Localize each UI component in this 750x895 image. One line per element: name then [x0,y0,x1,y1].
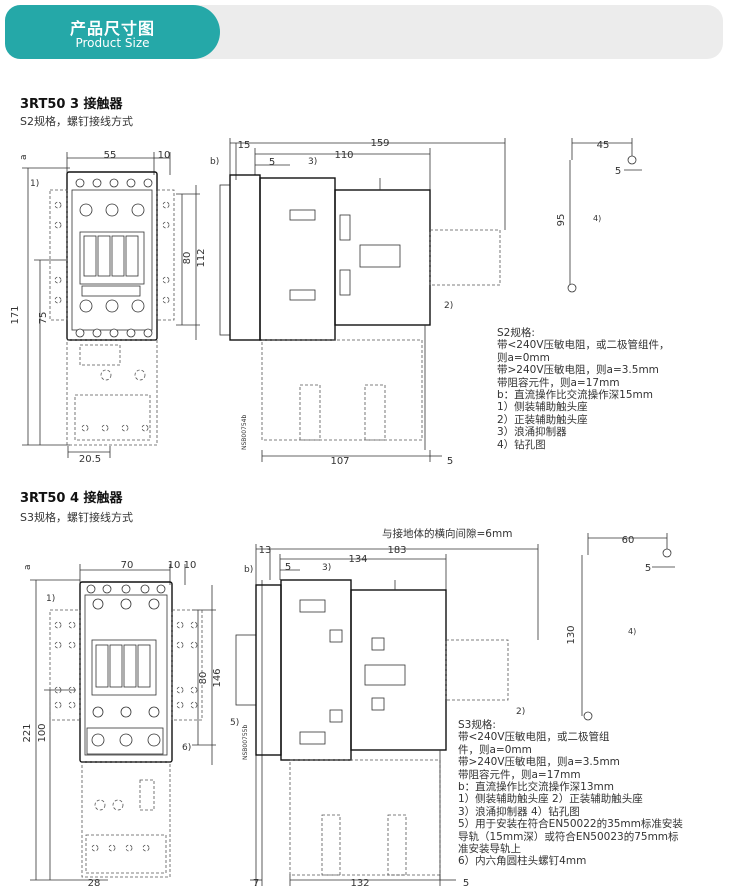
s2-drill-pattern: 45 5 95 4) [556,138,642,293]
s2-dim-5: 5 [269,157,275,168]
s2-dim-5b: 5 [447,456,453,467]
s2-drawing-code: NSB00754b [241,415,248,451]
s3-subtitle: S3规格，螺钉接线方式 [20,511,133,524]
s2-notes: S2规格: 带<240V压敏电阻，或二极管组件， 则a=0mm 带>240V压敏… [497,327,670,451]
header-title: 产品尺寸图 [69,19,155,38]
s3-dim-132: 132 [350,878,369,889]
s3-dim-130: 130 [566,625,577,644]
s3-callout-1: 1) [46,594,55,604]
s2-dim-a: a [19,154,29,160]
s3-callout-b: b) [244,565,253,575]
s3-drawing-code: NSB00755b [242,725,249,761]
s3-dim-60: 60 [622,535,635,546]
s3-callout-6: 6) [182,743,191,753]
s2-note-0: S2规格: [497,327,535,339]
s3-dim-70: 70 [121,560,134,571]
s2-callout-2: 2) [444,301,453,311]
s2-dim-75: 75 [38,312,49,325]
s2-dim-5c: 5 [615,166,621,177]
s2-dim-20-5: 20.5 [79,454,101,465]
s3-note-5: b：直流操作比交流操作深13mm [458,781,614,794]
s3-note-0: S3规格: [458,719,496,731]
s2-dim-95: 95 [556,214,567,227]
s3-callout-3: 3) [322,563,331,573]
s3-dim-a: a [23,564,33,570]
s3-dim-13: 13 [259,545,272,556]
s2-callout-1: 1) [30,179,39,189]
s3-notes: S3规格: 带<240V压敏电阻，或二极管组 件，则a=0mm 带>240V压敏… [458,719,683,868]
s3-note-9: 导轨（15mm深）或符合EN50023的75mm标 [458,830,679,843]
s3-dim-28: 28 [88,878,101,889]
s2-dim-112: 112 [196,248,207,267]
s2-note-6: 1）侧装辅助触头座 [497,401,588,414]
s2-note-5: b：直流操作比交流操作深15mm [497,389,653,402]
s2-callout-4: 4) [593,214,601,223]
s2-front-view: a 55 10 80 112 171 75 20.5 1) [10,150,207,465]
s3-dim-100: 100 [37,723,48,742]
s3-dim-134: 134 [348,554,367,565]
s3-dim-5c: 5 [645,563,651,574]
s2-callout-3: 3) [308,157,317,167]
s3-note-2: 件，则a=0mm [458,743,532,756]
s2-title: 3RT50 3 接触器 [20,97,123,112]
s2-dim-171: 171 [10,305,21,324]
header-subtitle: Product Size [75,36,150,50]
s2-note-9: 4）钻孔图 [497,438,546,451]
s2-subtitle: S2规格，螺钉接线方式 [20,115,133,128]
s3-clearance: 与接地体的横向间隙=6mm [382,528,513,540]
s2-note-4: 带阻容元件，则a=17mm [497,376,620,389]
s2-dim-10: 10 [158,150,171,161]
s3-callout-2: 2) [516,707,525,717]
s3-dim-10b: 10 [184,560,197,571]
s3-dim-146: 146 [212,668,223,687]
s3-dim-10a: 10 [168,560,181,571]
s2-dim-80: 80 [182,252,193,265]
s2-dim-159: 159 [370,138,389,149]
s3-title: 3RT50 4 接触器 [20,491,123,506]
s3-note-1: 带<240V压敏电阻，或二极管组 [458,731,610,744]
s2-dim-45: 45 [597,140,610,151]
s2-dim-107: 107 [330,456,349,467]
s2-note-2: 则a=0mm [497,351,550,364]
s3-callout-4: 4) [628,627,636,636]
s3-dim-80: 80 [198,672,209,685]
s3-note-4: 带阻容元件，则a=17mm [458,768,581,781]
s3-dim-183: 183 [387,545,406,556]
s3-note-6: 1）侧装辅助触头座 2）正装辅助触头座 [458,793,643,806]
s2-dim-55: 55 [104,150,117,161]
s3-callout-5: 5) [230,718,239,728]
s3-note-11: 6）内六角圆柱头螺钉4mm [458,855,587,868]
s2-note-8: 3）浪涌抑制器 [497,426,567,439]
s3-note-3: 带>240V压敏电阻，则a=3.5mm [458,756,620,769]
s3-dim-221: 221 [22,723,33,742]
header-tab: 产品尺寸图 Product Size [5,5,220,59]
s2-dim-110: 110 [334,150,353,161]
s3-dim-5: 5 [285,562,291,573]
s2-callout-b: b) [210,157,219,167]
s2-note-7: 2）正装辅助触头座 [497,413,588,426]
s3-dim-5b: 5 [463,878,469,889]
s3-note-8: 5）用于安装在符合EN50022的35mm标准安装 [458,818,683,831]
s2-note-1: 带<240V压敏电阻，或二极管组件， [497,339,670,352]
s2-note-3: 带>240V压敏电阻，则a=3.5mm [497,364,659,377]
s3-note-7: 3）浪涌抑制器 4）钻孔图 [458,805,580,818]
s3-note-10: 准安装导轨上 [458,843,521,856]
s2-dim-15: 15 [238,140,251,151]
s2-side-view: b) 15 5 3) 110 159 107 5 2) NSB00754b [210,138,506,467]
